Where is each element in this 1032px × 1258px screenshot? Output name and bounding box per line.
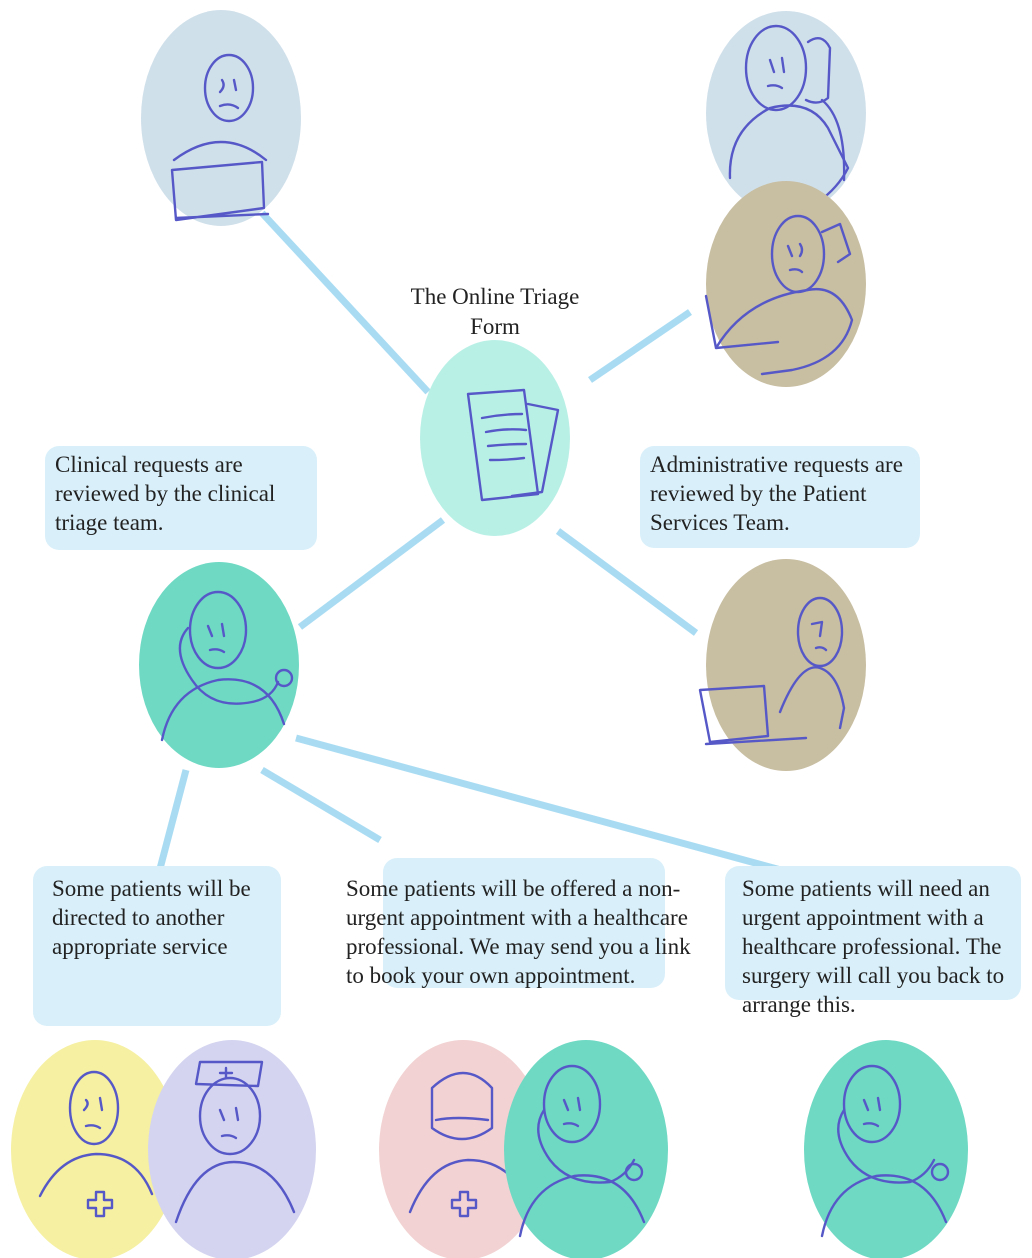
connector-form-clinician xyxy=(297,517,446,630)
outcome-signpost: Some patients will be directed to anothe… xyxy=(52,876,251,959)
admin-note-box xyxy=(640,446,920,548)
outcome-box-signpost xyxy=(33,866,281,1026)
clinician-stethoscope-icon xyxy=(139,562,299,768)
connector-clinician-nonurgent xyxy=(260,766,382,844)
connector-patient-form xyxy=(259,210,431,395)
admin-note: Administrative requests are reviewed by … xyxy=(650,452,903,535)
outcome-nonurgent: Some patients will be offered a non-urge… xyxy=(346,876,691,988)
diagram-title: The Online Triage Form xyxy=(410,284,580,339)
clinician-stethoscope-icon xyxy=(804,1040,968,1258)
patient-phone-icon xyxy=(706,11,866,215)
clinical-note-box xyxy=(45,446,317,550)
patient-laptop-icon xyxy=(141,10,301,226)
clinical-note: Clinical requests are reviewed by the cl… xyxy=(55,452,276,535)
admin-laptop-icon xyxy=(698,559,866,771)
receptionist-phone-icon xyxy=(704,181,866,387)
outcome-box-nonurgent xyxy=(383,858,665,988)
online-form-icon xyxy=(420,340,570,536)
pharmacist-icon xyxy=(11,1040,179,1258)
clinician-stethoscope-icon xyxy=(504,1040,668,1258)
nurse-icon xyxy=(148,1040,316,1258)
connector-form-phone xyxy=(588,309,692,383)
outcome-urgent: Some patients will need an urgent appoin… xyxy=(742,876,1005,1017)
connector-clinician-signpost xyxy=(153,769,190,881)
outcome-box-urgent xyxy=(725,866,1021,1000)
connector-form-admin xyxy=(555,528,699,636)
connector-clinician-urgent xyxy=(295,734,804,880)
